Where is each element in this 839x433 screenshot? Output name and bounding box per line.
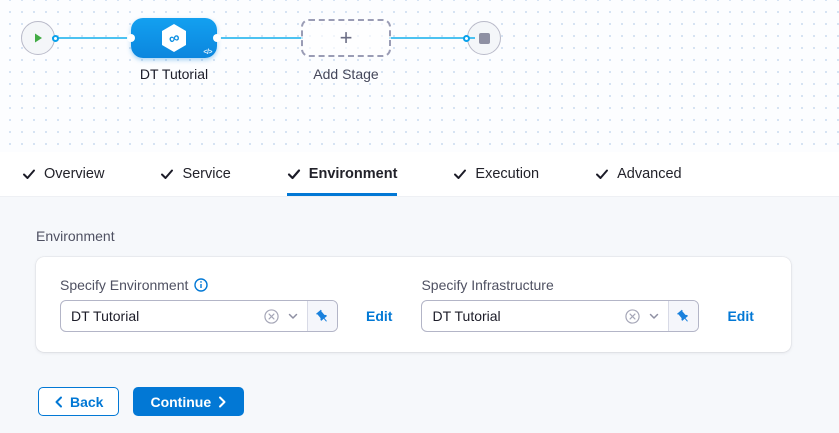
- tab-label: Advanced: [617, 165, 682, 182]
- infrastructure-select[interactable]: DT Tutorial: [421, 300, 700, 332]
- check-icon: [22, 167, 36, 181]
- specify-infrastructure-field: Specify Infrastructure DT Tutorial: [421, 277, 754, 332]
- check-icon: [287, 167, 301, 181]
- pin-icon: [315, 309, 330, 324]
- edit-environment-link[interactable]: Edit: [366, 308, 393, 324]
- connector-line: [217, 37, 303, 39]
- code-icon: </>: [203, 49, 212, 56]
- back-button[interactable]: Back: [38, 387, 120, 416]
- stage-label: DT Tutorial: [139, 66, 209, 82]
- pipeline-start-node[interactable]: [21, 21, 59, 55]
- back-button-label: Back: [70, 393, 104, 410]
- edit-infrastructure-link[interactable]: Edit: [727, 308, 754, 324]
- connector-port[interactable]: [52, 35, 59, 42]
- connector-line: [52, 37, 133, 39]
- chevron-left-icon: [54, 396, 63, 408]
- stage-in-port: [127, 34, 135, 42]
- tab-service[interactable]: Service: [160, 152, 231, 196]
- field-label: Specify Infrastructure: [421, 277, 554, 293]
- harness-infinity-hexagon-icon: ∞: [160, 23, 188, 53]
- stop-icon: [478, 32, 490, 44]
- continue-button[interactable]: Continue: [133, 387, 245, 416]
- clear-icon[interactable]: [625, 308, 641, 324]
- pin-icon: [676, 309, 691, 324]
- tab-overview[interactable]: Overview: [22, 152, 104, 196]
- tab-environment[interactable]: Environment: [286, 152, 398, 196]
- connector-line: [389, 37, 475, 39]
- section-title: Environment: [36, 228, 115, 244]
- plus-icon: +: [339, 25, 353, 50]
- tab-label: Service: [182, 165, 231, 182]
- tab-label: Environment: [308, 165, 398, 182]
- stage-config-tabbar: Overview Service Environment Execution A…: [0, 152, 839, 197]
- chevron-down-icon[interactable]: [287, 310, 299, 322]
- connector-port[interactable]: [463, 35, 470, 42]
- wizard-footer: Back Continue: [38, 387, 803, 416]
- chevron-right-icon: [218, 396, 227, 408]
- tab-label: Execution: [475, 165, 540, 182]
- info-icon[interactable]: [194, 278, 209, 292]
- tab-advanced[interactable]: Advanced: [595, 152, 682, 196]
- add-stage-button[interactable]: +: [301, 19, 391, 57]
- infrastructure-select-value[interactable]: DT Tutorial: [432, 308, 501, 324]
- stage-out-port: [213, 34, 221, 42]
- chevron-down-icon[interactable]: [648, 310, 660, 322]
- environment-select[interactable]: DT Tutorial: [60, 300, 338, 332]
- check-icon: [595, 167, 609, 181]
- environment-select-value[interactable]: DT Tutorial: [71, 308, 140, 324]
- clear-icon[interactable]: [264, 308, 279, 324]
- pipeline-canvas[interactable]: ∞ </> DT Tutorial + Add Stage: [0, 0, 839, 152]
- field-label: Specify Environment: [60, 277, 189, 293]
- specify-environment-field: Specify Environment DT Tutorial: [60, 277, 421, 332]
- check-icon: [453, 167, 467, 181]
- stage-node-dt-tutorial[interactable]: ∞ </>: [127, 18, 221, 58]
- play-icon: [32, 32, 44, 44]
- environment-card: Specify Environment DT Tutorial: [36, 257, 791, 352]
- environment-tab-panel: Environment Specify Environment DT Tutor…: [0, 197, 839, 433]
- check-icon: [160, 167, 174, 181]
- pin-button[interactable]: [307, 301, 337, 331]
- continue-button-label: Continue: [150, 393, 212, 410]
- tab-label: Overview: [44, 165, 105, 182]
- add-stage-label: Add Stage: [313, 66, 379, 82]
- pin-button[interactable]: [668, 301, 699, 331]
- tab-execution[interactable]: Execution: [453, 152, 539, 196]
